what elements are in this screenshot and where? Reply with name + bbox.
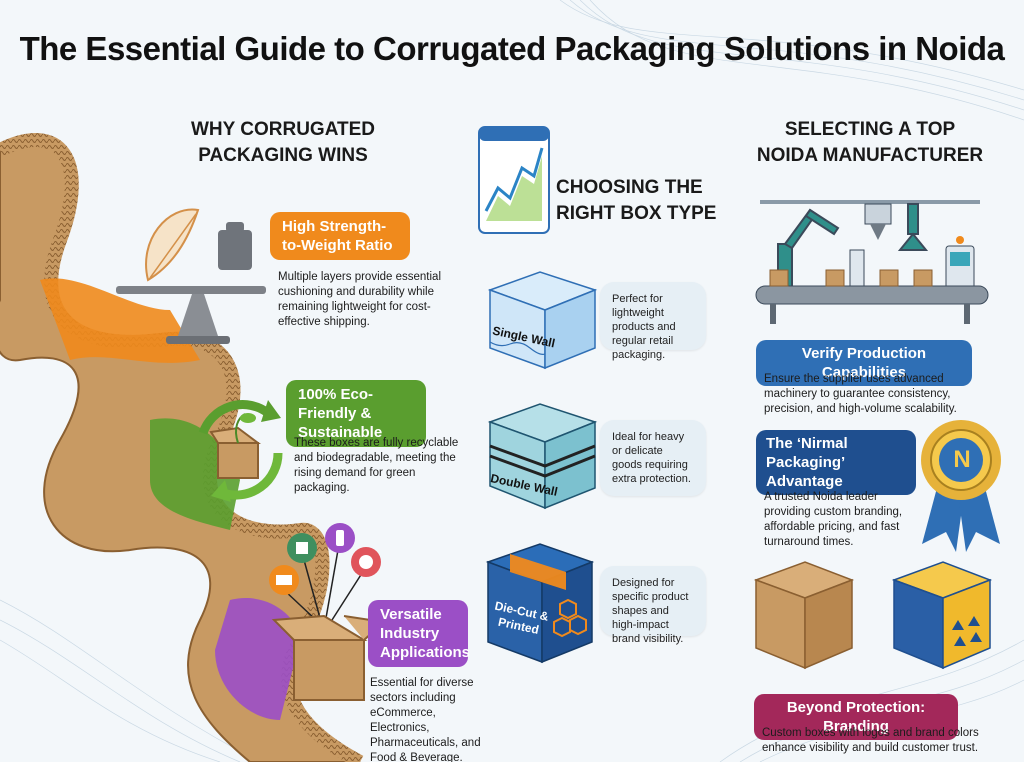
desc-branding: Custom boxes with logos and brand colors… bbox=[762, 727, 979, 754]
award-badge-icon bbox=[918, 414, 1004, 559]
label-nirmal-advantage: The ‘Nirmal Packaging’ Advantage bbox=[756, 430, 916, 495]
page-title: The Essential Guide to Corrugated Packag… bbox=[19, 30, 1005, 67]
label-verify-production: Verify Production Capabilities bbox=[756, 340, 972, 386]
badge-letter: N bbox=[953, 446, 971, 473]
desc-nirmal-advantage: A trusted Noida leader providing custom … bbox=[764, 491, 903, 548]
balance-scale-icon bbox=[108, 200, 288, 355]
right-heading: SELECTING A TOP NOIDA MANUFACTURER bbox=[756, 119, 984, 166]
factory-conveyor-illustration bbox=[750, 190, 990, 335]
middle-heading: CHOOSING THE RIGHT BOX TYPE bbox=[556, 177, 717, 224]
desc-strength: Multiple layers provide essential cushio… bbox=[278, 271, 441, 328]
branded-box-illustration bbox=[888, 560, 994, 677]
chart-window-icon bbox=[478, 126, 550, 239]
note-single-wall: Perfect for lightweight products and reg… bbox=[600, 282, 706, 361]
recycle-box-icon bbox=[183, 388, 293, 513]
desc-verify-production: Ensure the supplier uses advanced machin… bbox=[764, 373, 957, 415]
label-versatile: Versatile Industry Applications bbox=[368, 600, 470, 667]
label-eco: 100% Eco-Friendly & Sustainable bbox=[286, 380, 426, 447]
label-branding: Beyond Protection: Branding bbox=[754, 694, 958, 740]
open-box-icon bbox=[254, 520, 394, 725]
note-double-wall: Ideal for heavy or delicate goods requir… bbox=[600, 420, 706, 496]
desc-versatile: Essential for diverse sectors including … bbox=[370, 677, 481, 762]
die-cut-box-illustration bbox=[480, 542, 600, 671]
left-heading: WHY CORRUGATED PACKAGING WINS bbox=[190, 119, 376, 166]
label-strength: High Strength-to-Weight Ratio bbox=[270, 212, 410, 260]
single-wall-box-illustration bbox=[480, 270, 600, 375]
desc-eco: These boxes are fully recyclable and bio… bbox=[294, 437, 459, 494]
note-die-cut: Designed for specific product shapes and… bbox=[600, 566, 706, 645]
kraft-box-illustration bbox=[750, 560, 856, 675]
double-wall-box-illustration bbox=[480, 402, 600, 517]
